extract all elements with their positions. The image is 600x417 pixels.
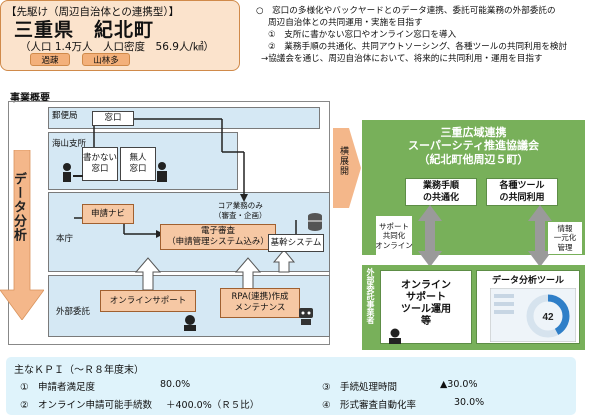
intro-line-4: ② 業務手順の共通化、共同アウトソーシング、各種ツールの共同利用を検討 [268,42,568,52]
population-info: （人口 1.4万人 人口密度 56.9人/㎢） [20,41,214,53]
vendor-label: 外部委託事業者 [366,268,375,324]
headset-operator-icon [184,315,196,331]
info-management-label: 情報 一元化 管理 [548,222,582,254]
expand-arrow [333,128,361,208]
online-support-box: オンラインサポート [100,290,196,312]
operator-icon [389,328,401,344]
database-icon [308,213,322,231]
council-title: 三重広域連携 スーパーシティ推進協議会 （紀北町他周辺５町） [407,125,539,166]
online-tool-label: オンライン サポート ツール運用 等 [401,280,451,327]
kpi-2-value: ＋400.0%（Ｒ５比） [166,400,260,411]
core-system-box: 基幹システム [268,234,324,252]
kpi-3-value: ▲30.0% [440,379,478,390]
municipality-title: 三重県 紀北町 [14,19,155,41]
kpi-4-label: ④ 形式審査自動化率 [322,400,417,411]
electronic-review-box: 電子審査 （申請管理システム込み） [160,224,276,250]
no-writing-window-box: 書かない 窓口 [82,147,118,181]
expand-label: 横展開 [338,146,348,176]
dashboard-screen: 42 [490,288,576,342]
badge-depopulated: 過疎 [30,53,70,66]
section-title: 事業概要 [10,93,50,104]
intro-line-1: ○ 窓口の多様化やバックヤードとのデータ連携、委託可能業務の外部委託の [256,6,556,16]
kpi-title: 主なＫＰＩ（～Ｒ８年度末） [14,365,144,376]
intro-line-5: →協議会を通じ、周辺自治体において、将来的に共同利用・運用を目指す [261,54,543,64]
rpa-maintenance-box: RPA(連携)作成 メンテナンス [220,288,300,318]
badge-forest: 山林多 [82,53,130,66]
category-tag: 【先駆け（周辺自治体との連携型）】 [6,6,180,18]
band-outsourcing-label: 外部委託 [56,307,91,317]
intro-line-3: ① 支所に書かない窓口やオンライン窓口を導入 [268,30,457,40]
staff-icon [157,162,167,182]
kpi-4-value: 30.0% [454,397,485,408]
kpi-panel [6,357,576,415]
robot-icon [299,308,313,325]
analysis-tool-label: データ分析ツール [491,275,564,286]
band-branch-label: 海山支所 [52,139,87,149]
gauge-arc [526,294,570,338]
kpi-2-label: ② オンライン申請可能手続数 [20,400,153,411]
application-navi-box: 申請ナビ [82,204,134,224]
kpi-3-label: ③ 手続処理時間 [322,382,398,393]
customer-icon [63,163,83,182]
intro-line-2: 周辺自治体との共同運用・実施を目指す [268,18,423,28]
shared-support-label: サポート 共同化 オンライン [375,216,413,256]
kpi-1-value: 80.0% [160,379,191,390]
data-analysis-arrow [0,150,44,320]
data-analysis-label: データ分析 [11,172,26,242]
core-work-caption: コア業務のみ （審査・企画） [214,201,267,220]
shared-procedures-box: 業務手順 の共通化 [405,178,477,206]
shared-tools-box: 各種ツール の共同利用 [486,178,558,206]
gauge-value: 42 [542,312,554,323]
band-post-office-label: 郵便局 [52,111,78,121]
post-office-window-box: 窓口 [92,111,134,126]
kpi-1-label: ① 申請者満足度 [20,382,96,393]
unmanned-window-box: 無人 窓口 [120,147,156,181]
bidirectional-arrows [418,205,552,267]
band-headquarters-label: 本庁 [56,234,74,244]
